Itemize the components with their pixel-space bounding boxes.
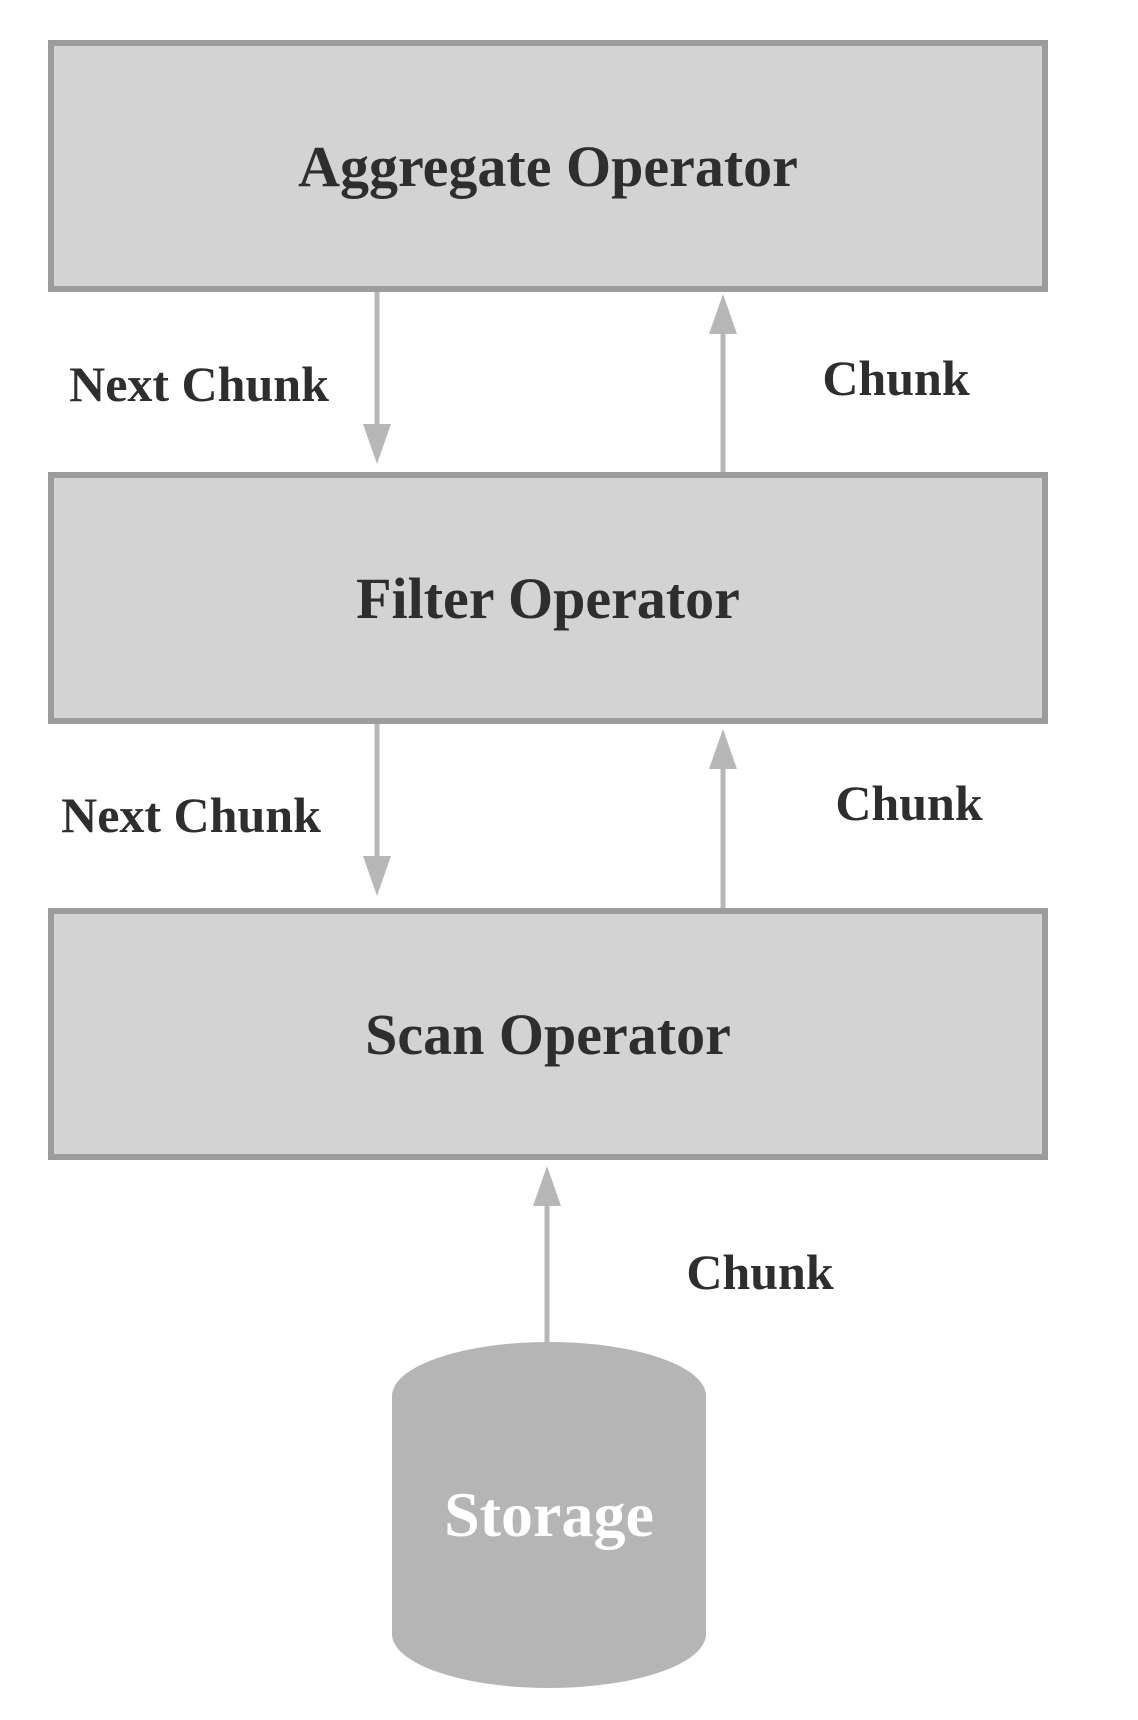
- arrow-filter-to-aggregate: [709, 294, 737, 475]
- edge-label-chunk-1: Chunk: [822, 350, 970, 406]
- node-storage: Storage: [392, 1342, 706, 1688]
- node-scan-operator-label: Scan Operator: [365, 1001, 731, 1067]
- edge-label-next-chunk-2: Next Chunk: [61, 787, 321, 843]
- node-storage-label: Storage: [444, 1479, 654, 1550]
- arrow-filter-to-scan: [363, 724, 391, 896]
- node-aggregate-operator-label: Aggregate Operator: [298, 133, 798, 199]
- edge-label-next-chunk-1: Next Chunk: [69, 356, 329, 412]
- edge-label-chunk-2: Chunk: [835, 775, 983, 831]
- node-scan-operator: Scan Operator: [48, 908, 1048, 1160]
- node-filter-operator-label: Filter Operator: [356, 565, 740, 631]
- edge-label-chunk-3: Chunk: [686, 1244, 834, 1300]
- arrow-storage-to-scan: [533, 1166, 561, 1344]
- arrow-scan-to-filter: [709, 729, 737, 910]
- arrow-aggregate-to-filter: [363, 292, 391, 464]
- node-filter-operator: Filter Operator: [48, 472, 1048, 724]
- node-aggregate-operator: Aggregate Operator: [48, 40, 1048, 292]
